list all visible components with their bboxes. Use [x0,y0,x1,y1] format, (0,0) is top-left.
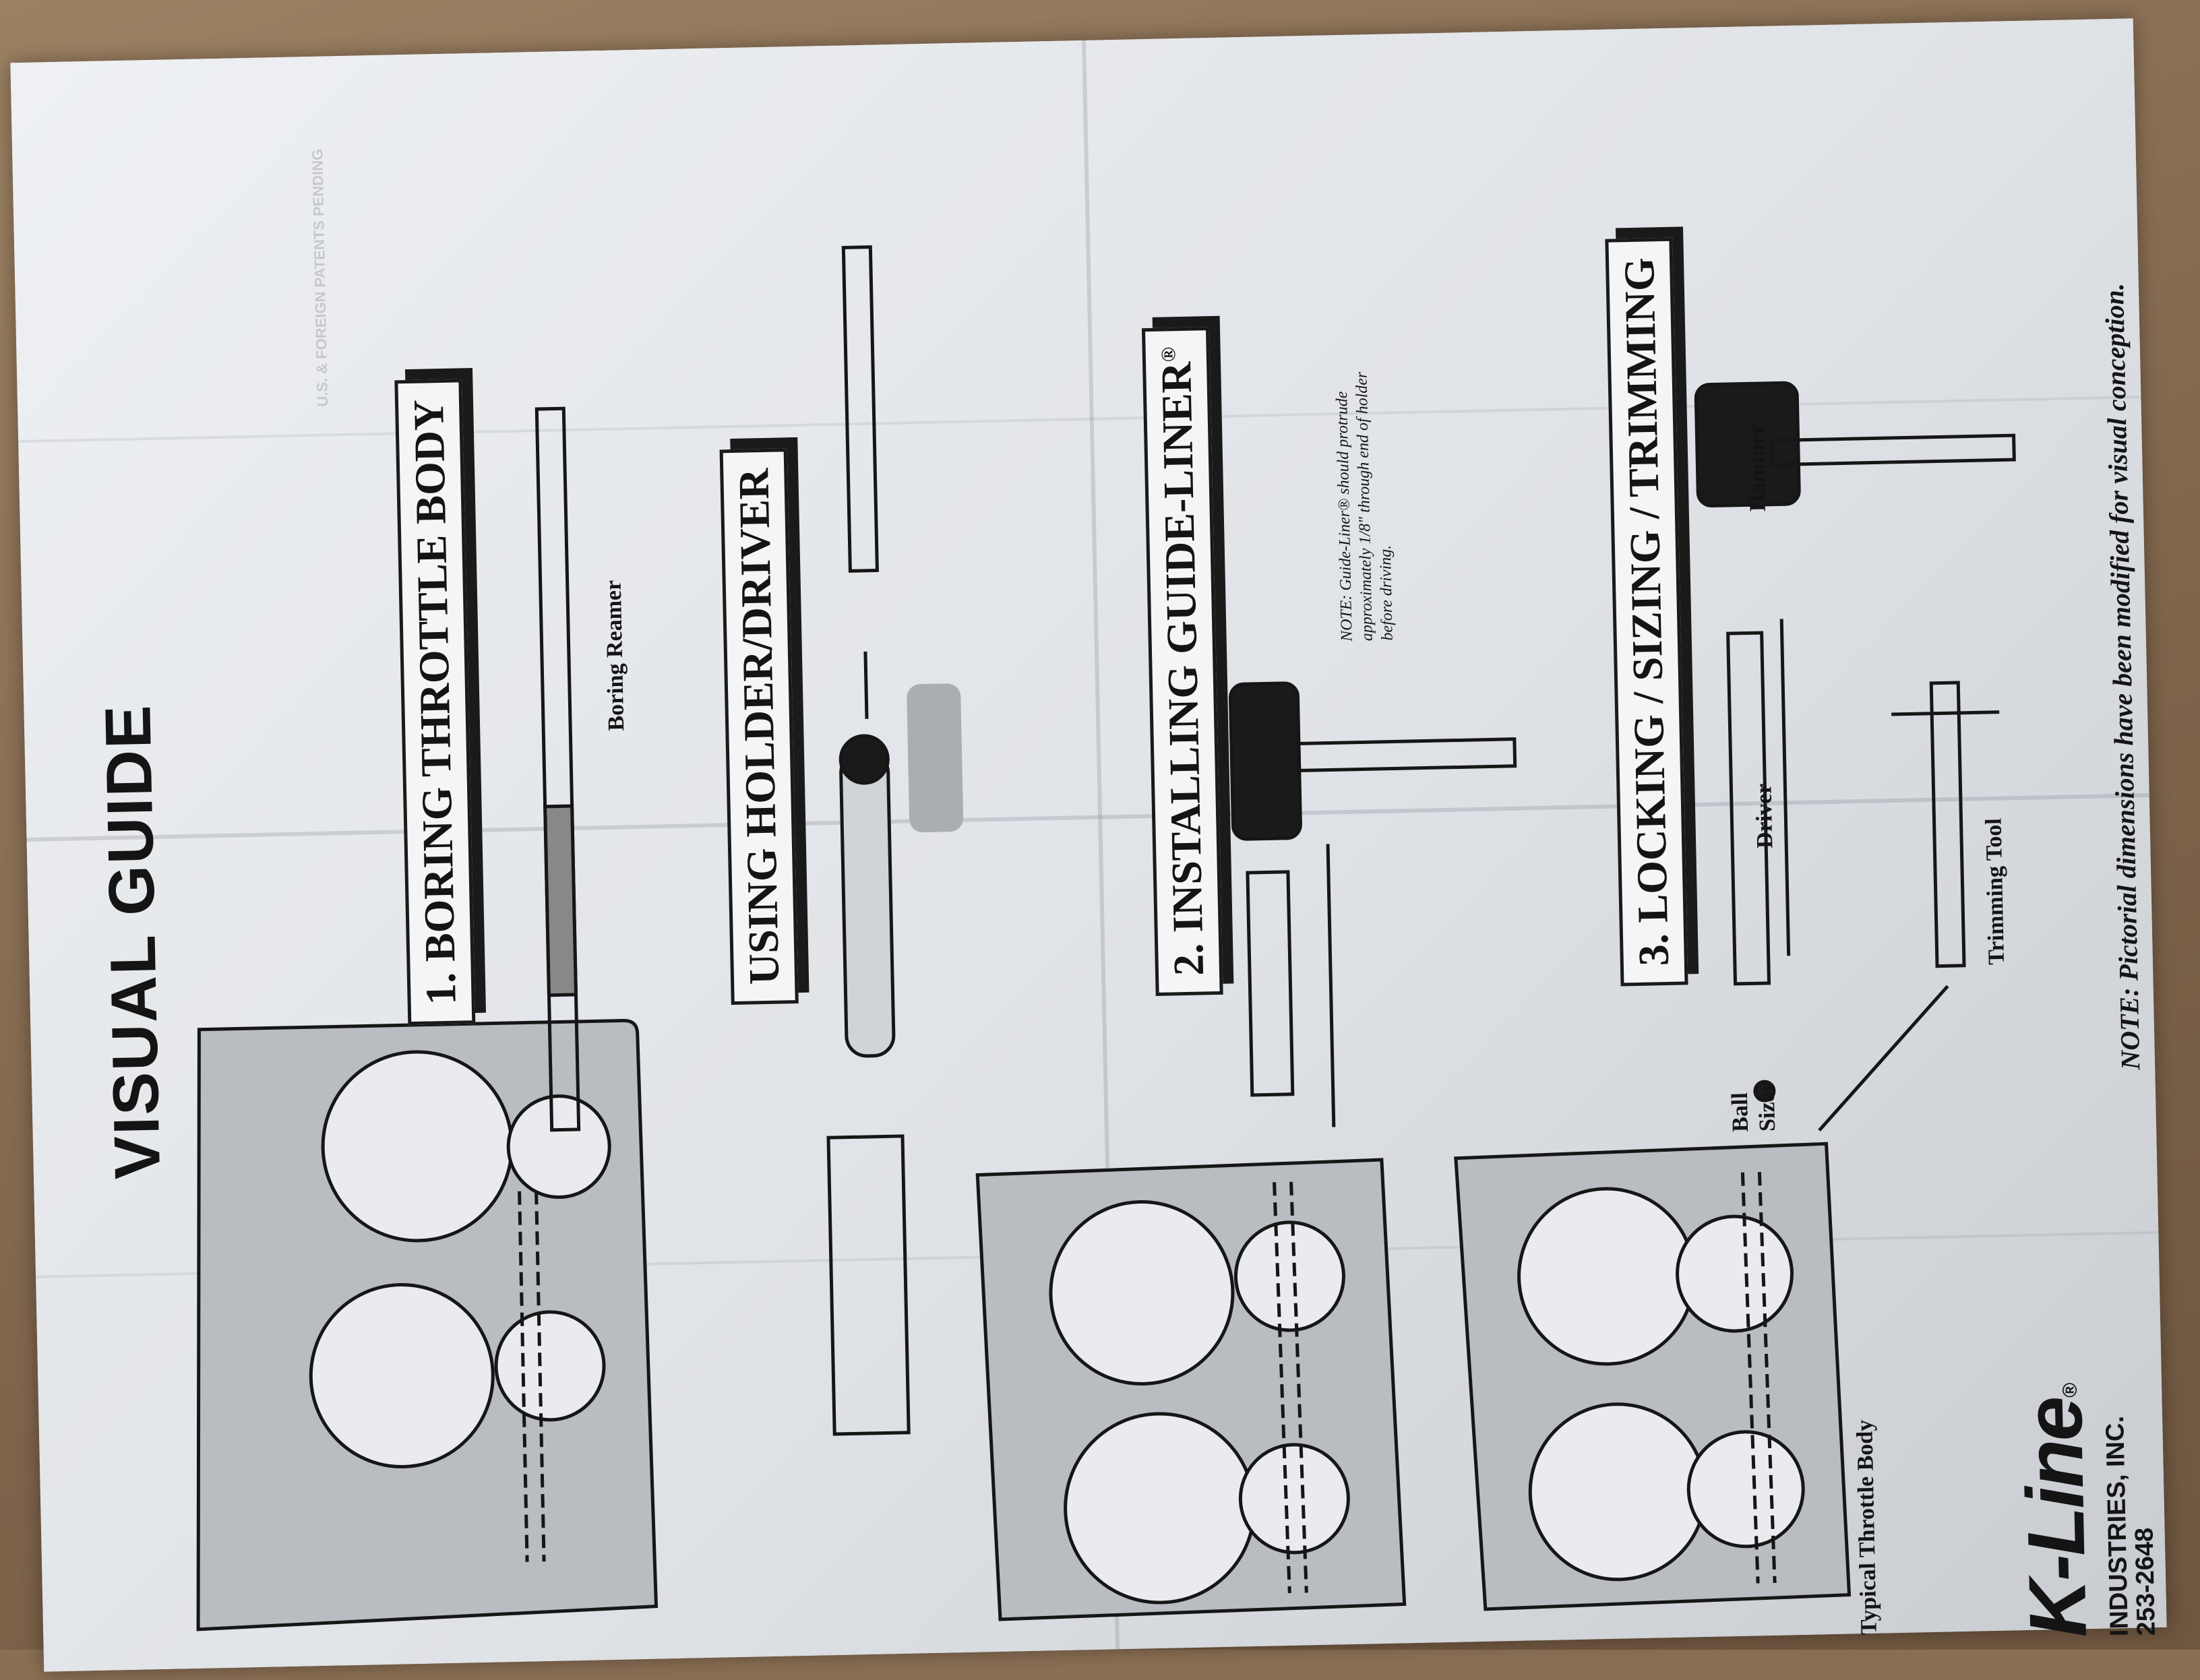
trimming-tool-label: Trimming Tool [1981,818,2010,965]
sizer-label: Sizer [1754,1082,1781,1131]
section-holder-header: USING HOLDER/DRIVER [720,448,799,1005]
diagram-art [10,18,2166,1671]
brand-logo: K-Line® [2007,1384,2105,1638]
page-title: VISUAL GUIDE [91,704,175,1180]
throttle-body-label: Typical Throttle Body [1852,1419,1883,1635]
section-installing-header: 2. INSTALLING GUIDE-LINER® [1142,327,1223,996]
brand-reg-mark: ® [2059,1385,2081,1398]
boring-reamer-label: Boring Reamer [601,580,630,731]
brand-logo-text: K-Line [2009,1397,2104,1638]
section-installing-title: 2. INSTALLING GUIDE-LINER [1152,361,1213,976]
ball-label: Ball [1728,1092,1754,1132]
registered-mark: ® [1157,347,1180,363]
brand-line-1: INDUSTRIES, INC. [2102,1416,2133,1637]
guide-liner-note: NOTE: Guide-Liner® should protrude appro… [1331,357,1398,642]
driver-label: Driver [1751,783,1778,848]
brand-line-2: 253-2648 [2131,1527,2160,1636]
section-boring-header: 1. BORING THROTTLE BODY [394,379,475,1025]
hammer-label: Hammer [1744,423,1771,511]
instruction-sheet: U.S. & FOREIGN PATENTS PENDING VISUAL GU… [10,18,2166,1671]
